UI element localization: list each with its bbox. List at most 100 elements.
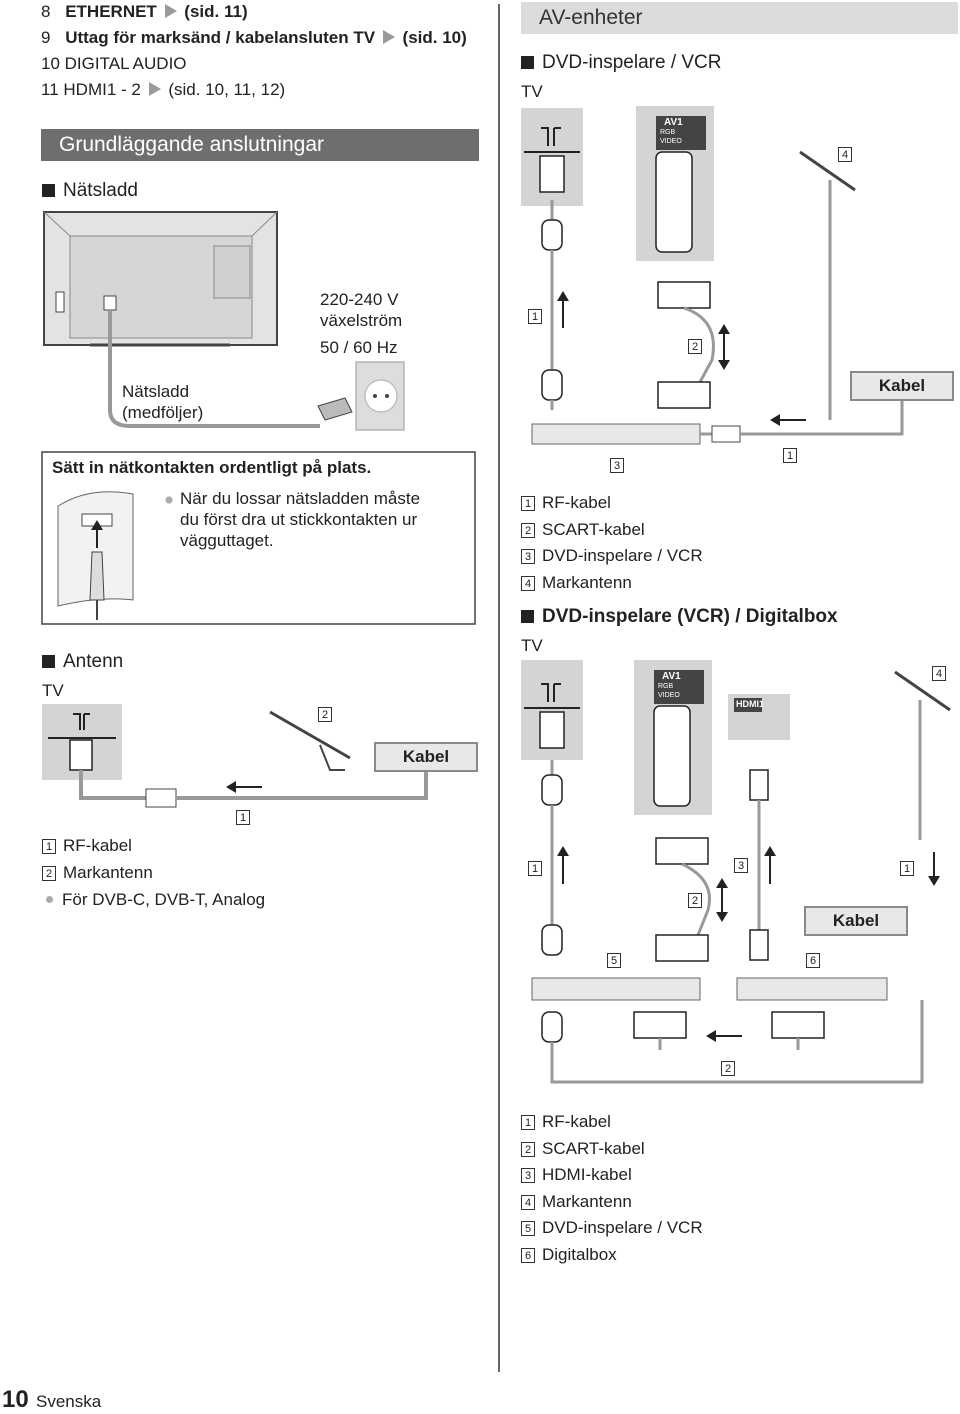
av1-callout-3: 3	[610, 458, 624, 473]
item-label: DIGITAL AUDIO	[64, 54, 187, 73]
arrow-right-icon	[148, 82, 161, 96]
antenna-section-title: Antenn	[42, 652, 123, 672]
av1-legend-4: 4 Markantenn	[521, 573, 632, 593]
antenna-callout-1: 1	[236, 810, 250, 825]
tv-back-illustration	[43, 211, 320, 428]
scart2-video-label: VIDEO	[658, 692, 680, 699]
av2-callout-6: 6	[806, 953, 820, 968]
top-list-item-11: 11 HDMI1 - 2 (sid. 10, 11, 12)	[41, 80, 285, 100]
legend-text: SCART-kabel	[542, 520, 645, 539]
av1-kabel-label: Kabel	[850, 371, 954, 401]
av2-callout-2b: 2	[721, 1061, 735, 1076]
legend-text: HDMI-kabel	[542, 1165, 632, 1184]
cord-label-2: (medföljer)	[122, 403, 204, 422]
basic-connections-header: Grundläggande anslutningar	[41, 129, 479, 161]
av2-kabel-label: Kabel	[804, 906, 908, 936]
antenna-tv-label: TV	[42, 681, 64, 700]
square-bullet-icon	[42, 655, 55, 668]
av2-legend-6: 6 Digitalbox	[521, 1245, 617, 1265]
arrow-right-icon	[164, 4, 177, 18]
legend-number: 2	[521, 523, 535, 538]
antenna-kabel-label: Kabel	[374, 742, 478, 772]
scart-rgb-label: RGB	[660, 129, 676, 136]
legend-text: Markantenn	[63, 863, 153, 882]
antenna-bullet-text: För DVB-C, DVB-T, Analog	[62, 890, 266, 909]
av1-legend-2: 2 SCART-kabel	[521, 520, 645, 540]
top-list-item-9: 9 Uttag för marksänd / kabelansluten TV …	[41, 28, 467, 48]
av-section1-title: DVD-inspelare / VCR	[521, 53, 722, 73]
arrow-right-icon	[382, 30, 395, 44]
page-number: 10	[2, 1386, 29, 1413]
av-section1-title-text: DVD-inspelare / VCR	[542, 52, 722, 73]
av-section2-title-text: DVD-inspelare (VCR) / Digitalbox	[542, 606, 838, 627]
page-language: Svenska	[36, 1392, 102, 1411]
av2-callout-1r: 1	[900, 861, 914, 876]
legend-number: 1	[521, 1115, 535, 1130]
bullet-icon	[46, 896, 53, 903]
top-list-item-10: 10 DIGITAL AUDIO	[41, 54, 187, 74]
legend-number: 2	[521, 1142, 535, 1157]
item-ref: (sid. 11)	[184, 2, 248, 21]
bullet-icon	[165, 496, 173, 504]
plug-insert-illustration	[57, 491, 134, 620]
scart2-av1-label: AV1	[662, 671, 681, 682]
av2-callout-4: 4	[932, 666, 946, 681]
av1-tv-label: TV	[521, 82, 543, 101]
mains-section-title: Nätsladd	[42, 181, 138, 201]
scart-video-label: VIDEO	[660, 138, 682, 145]
wall-socket-illustration	[317, 361, 405, 431]
square-bullet-icon	[521, 56, 534, 69]
av2-callout-5: 5	[607, 953, 621, 968]
item-ref: (sid. 10, 11, 12)	[168, 80, 286, 99]
av1-callout-4: 4	[838, 147, 852, 162]
av-section2-title: DVD-inspelare (VCR) / Digitalbox	[521, 607, 838, 627]
item-number: 8	[41, 2, 51, 21]
note-line-3: vägguttaget.	[180, 531, 274, 550]
legend-number: 3	[521, 1168, 535, 1183]
legend-text: Digitalbox	[542, 1245, 617, 1264]
legend-text: RF-kabel	[63, 836, 132, 855]
legend-number: 4	[521, 576, 535, 591]
note-title: Sätt in nätkontakten ordentligt på plats…	[52, 458, 372, 477]
av2-legend-2: 2 SCART-kabel	[521, 1139, 645, 1159]
av2-legend-5: 5 DVD-inspelare / VCR	[521, 1218, 703, 1238]
legend-number: 5	[521, 1221, 535, 1236]
av2-tv-label: TV	[521, 636, 543, 655]
av-diagram-1	[521, 106, 904, 445]
ac-label: växelström	[320, 311, 403, 330]
legend-number: 6	[521, 1248, 535, 1263]
scart-av1-label: AV1	[664, 117, 683, 128]
legend-text: Markantenn	[542, 573, 632, 592]
item-number: 11	[41, 80, 59, 99]
scart2-rgb-label: RGB	[658, 683, 674, 690]
av1-callout-2: 2	[688, 339, 702, 354]
legend-text: SCART-kabel	[542, 1139, 645, 1158]
legend-number: 3	[521, 549, 535, 564]
av2-legend-3: 3 HDMI-kabel	[521, 1165, 632, 1185]
legend-number: 1	[521, 496, 535, 511]
legend-text: RF-kabel	[542, 493, 611, 512]
item-label: Uttag för marksänd / kabelansluten TV	[65, 28, 376, 47]
antenna-diagram	[42, 704, 428, 808]
square-bullet-icon	[521, 610, 534, 623]
item-number: 9	[41, 28, 51, 47]
legend-text: RF-kabel	[542, 1112, 611, 1131]
legend-number: 1	[42, 839, 56, 854]
av2-callout-1: 1	[528, 861, 542, 876]
cord-label-1: Nätsladd	[122, 382, 190, 401]
item-ref: (sid. 10)	[402, 28, 467, 47]
antenna-callout-2: 2	[318, 707, 332, 722]
frequency-label: 50 / 60 Hz	[320, 338, 398, 357]
item-label: ETHERNET	[65, 2, 157, 21]
av2-legend-1: 1 RF-kabel	[521, 1112, 611, 1132]
note-line-2: du först dra ut stickkontakten ur	[180, 510, 418, 529]
legend-text: DVD-inspelare / VCR	[542, 1218, 703, 1237]
mains-title-text: Nätsladd	[63, 180, 138, 201]
av-devices-header: AV-enheter	[521, 2, 958, 34]
antenna-legend-1: 1 RF-kabel	[42, 836, 132, 856]
antenna-title-text: Antenn	[63, 651, 124, 672]
